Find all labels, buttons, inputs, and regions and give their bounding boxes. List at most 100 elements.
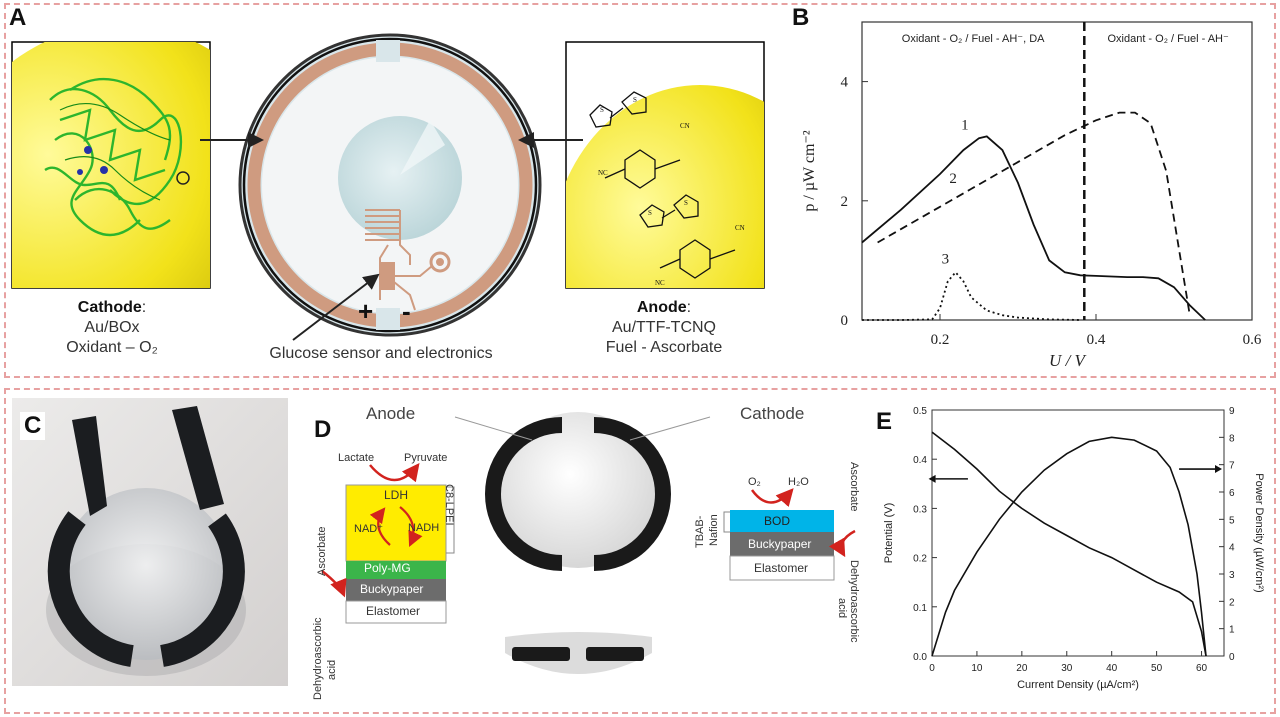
chart-e-plot-frame: [931, 409, 1225, 657]
cathode-electrode: [593, 417, 671, 571]
cathode-title: Cathode: [77, 299, 142, 316]
chart-b-ytick-label: 4: [841, 75, 849, 91]
chart-b-series-1: [861, 135, 1206, 321]
chart-b-series-2: [877, 111, 1191, 315]
chart-e-xtick-label: 20: [1016, 663, 1028, 674]
svg-text:S: S: [600, 106, 604, 114]
svg-text:S: S: [648, 209, 652, 217]
panel-d-figure: [321, 412, 856, 674]
acid-anode-label: acid: [326, 659, 338, 680]
panel-e-letter: E: [876, 408, 893, 435]
chart-b-xlabel: U / V: [1049, 351, 1088, 370]
panel-cde-frame: [4, 388, 1276, 714]
chart-b-series-label: 3: [942, 251, 950, 267]
panel-b-letter: B: [792, 4, 810, 31]
anode-title: Anode: [636, 299, 687, 316]
chart-e-right-arrowhead: [1215, 465, 1223, 474]
c8-lpei-label: C8-LPEI: [443, 484, 455, 526]
elastomer-anode-label: Elastomer: [366, 604, 421, 618]
chart-e-y2tick-label: 7: [1229, 461, 1235, 472]
dehydro-cathode-label: Dehydroascorbic: [848, 560, 860, 643]
chart-e-ytick-label: 0.0: [913, 652, 927, 663]
d-anode-label: Anode: [366, 404, 416, 423]
panel-ab-frame: [4, 3, 1276, 378]
svg-text:NC: NC: [655, 279, 665, 287]
anode-electrode: [485, 417, 563, 571]
chart-e-left-arrowhead: [928, 474, 936, 483]
anode-material: Au/TTF-TCNQ: [612, 319, 716, 336]
chart-e-xtick-label: 10: [971, 663, 983, 674]
svg-text:CN: CN: [680, 122, 690, 130]
svg-text:S: S: [684, 199, 688, 207]
chart-e-ytick-label: 0.1: [913, 603, 927, 614]
chart-e-y2tick-label: 8: [1229, 433, 1235, 444]
pyruvate-label: Pyruvate: [404, 452, 448, 464]
chart-e-y2label: Power Density (µW/cm²): [1253, 473, 1265, 592]
chart-e-ytick-label: 0.5: [913, 406, 927, 417]
lactate-label: Lactate: [338, 452, 375, 464]
chart-e-ylabel: Potential (V): [883, 503, 895, 564]
svg-text:CN: CN: [735, 224, 745, 232]
svg-text:NC: NC: [598, 169, 608, 177]
chart-e-y2tick-label: 3: [1229, 570, 1235, 581]
chart-e-xlabel: Current Density (µA/cm²): [1017, 679, 1139, 691]
anode-inset: CN NC CN NC S S S S: [565, 41, 765, 289]
buckypaper-cathode-label: Buckypaper: [748, 537, 812, 551]
anode-fuel: Fuel - Ascorbate: [605, 339, 723, 356]
chart-b-series-label: 1: [961, 117, 969, 133]
chart-b-series-label: 2: [949, 171, 957, 187]
anode-caption: Anode: Au/TTF-TCNQ Fuel - Ascorbate: [574, 298, 754, 358]
chart-e-y2tick-label: 0: [1229, 652, 1235, 663]
chart-b-ytick-label: 2: [841, 194, 849, 210]
chart-e-xtick-label: 50: [1151, 663, 1163, 674]
ascorbate-cathode-label: Ascorbate: [848, 462, 860, 512]
panel-a-figure: CN NC CN NC S S S S: [11, 33, 765, 341]
cathode-oxidant: Oxidant – O₂: [66, 339, 158, 356]
chart-e-y2tick-label: 9: [1229, 406, 1235, 417]
nad-label: NAD⁺: [354, 523, 384, 535]
panel-c-letter: C: [20, 412, 46, 440]
cathode-material: Au/BOx: [84, 319, 140, 336]
dehydro-anode-label: Dehydroascorbic: [312, 617, 324, 700]
acid-cathode-label: acid: [836, 598, 848, 619]
chart-b-xtick-label: 0.4: [1087, 332, 1106, 348]
panel-a-letter: A: [9, 4, 27, 31]
chart-e-power-curve: [931, 436, 1207, 657]
minus-terminal: -: [402, 296, 411, 326]
contact-lens: [238, 33, 542, 337]
h2o-label: H₂O: [788, 476, 809, 488]
o2-label: O₂: [748, 476, 761, 488]
chart-e-potential-curve: [931, 431, 1207, 657]
cathode-inset: [11, 41, 211, 289]
chart-b-ylabel: p / µW cm⁻²: [801, 130, 818, 211]
chart-b-plot-frame: [861, 21, 1253, 321]
device-photo: [12, 398, 288, 686]
buckypaper-anode-label: Buckypaper: [360, 582, 424, 596]
chart-e-xtick-label: 40: [1106, 663, 1118, 674]
chart-b-xtick-label: 0.6: [1243, 332, 1262, 348]
chart-e-y2tick-label: 6: [1229, 488, 1235, 499]
sensor-arrow: [292, 273, 380, 341]
chart-b-ytick-label: 0: [841, 313, 849, 329]
cathode-caption: Cathode: Au/BOx Oxidant – O₂: [30, 298, 194, 358]
elastomer-cathode-label: Elastomer: [754, 561, 809, 575]
anode-colon: :: [686, 299, 692, 316]
ascorbate-anode-label: Ascorbate: [316, 526, 328, 576]
tbab-label: TBAB-: [694, 515, 706, 548]
chart-b-annotation-right: Oxidant - O₂ / Fuel - AH⁻: [1107, 33, 1229, 45]
chart-e-ytick-label: 0.4: [913, 455, 927, 466]
chart-e-y2tick-label: 1: [1229, 625, 1235, 636]
chart-e-ytick-label: 0.3: [913, 504, 927, 515]
plus-terminal: +: [358, 296, 374, 326]
nafion-label: Nafion: [708, 514, 720, 546]
chart-e-xtick-label: 0: [929, 663, 935, 674]
chart-e-xtick-label: 60: [1196, 663, 1208, 674]
chart-e-y2tick-label: 4: [1229, 543, 1235, 554]
cathode-colon: :: [141, 299, 147, 316]
ldh-label: LDH: [384, 488, 409, 502]
svg-text:S: S: [633, 96, 637, 104]
photo-device-svg: [12, 398, 288, 686]
chart-e-y2tick-label: 2: [1229, 597, 1235, 608]
